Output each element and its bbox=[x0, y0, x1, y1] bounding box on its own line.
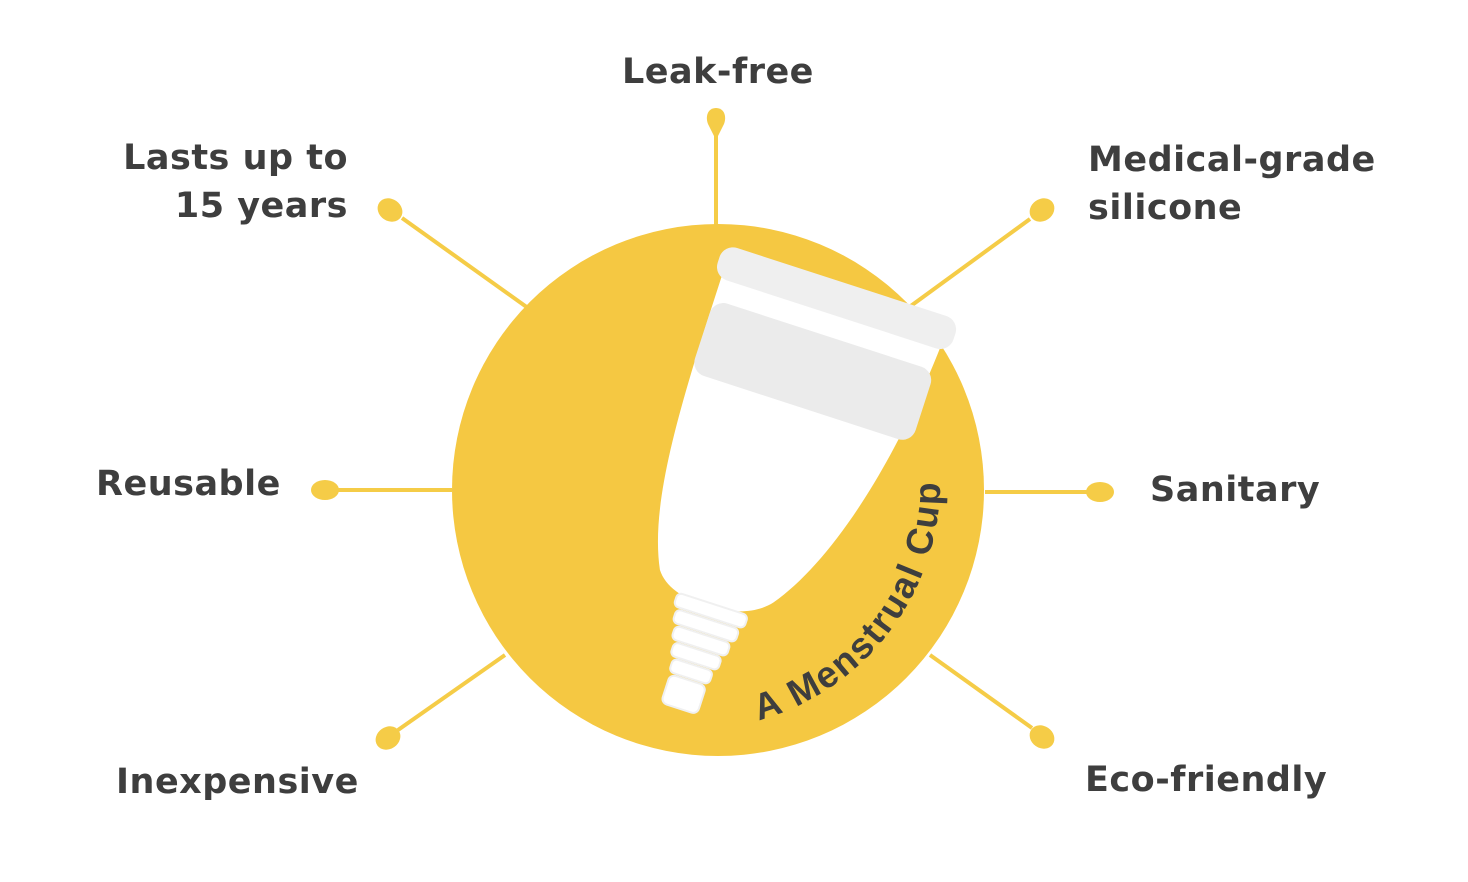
benefit-sanitary-text: Sanitary bbox=[1150, 470, 1321, 510]
benefit-sanitary: Sanitary bbox=[1150, 466, 1320, 514]
benefit-leak-free-text: Leak-free bbox=[622, 52, 814, 92]
ray-bottom-left bbox=[375, 653, 507, 750]
benefit-medical-grade-line2: silicone bbox=[1088, 188, 1243, 228]
ray-top bbox=[706, 108, 726, 228]
ray-top-left bbox=[377, 198, 530, 310]
benefit-medical-grade-line1: Medical-grade bbox=[1088, 140, 1376, 180]
ray-bottom-right bbox=[928, 653, 1055, 749]
benefit-inexpensive: Inexpensive bbox=[116, 758, 359, 806]
benefit-medical-grade: Medical-grade silicone bbox=[1088, 136, 1376, 232]
benefit-lasts-years-line1: Lasts up to bbox=[123, 138, 348, 178]
benefit-eco-friendly: Eco-friendly bbox=[1085, 756, 1327, 804]
ray-top-right bbox=[906, 198, 1055, 310]
benefit-inexpensive-text: Inexpensive bbox=[116, 762, 359, 802]
benefit-leak-free: Leak-free bbox=[622, 48, 814, 96]
cup-illustration bbox=[658, 247, 957, 714]
ray-middle-left bbox=[311, 480, 452, 500]
benefit-reusable-text: Reusable bbox=[96, 464, 281, 504]
benefit-lasts-years-line2: 15 years bbox=[174, 186, 348, 226]
ray-middle-right bbox=[985, 482, 1114, 502]
benefit-eco-friendly-text: Eco-friendly bbox=[1085, 760, 1328, 800]
benefit-lasts-years: Lasts up to 15 years bbox=[120, 134, 348, 230]
benefit-reusable: Reusable bbox=[96, 460, 281, 508]
